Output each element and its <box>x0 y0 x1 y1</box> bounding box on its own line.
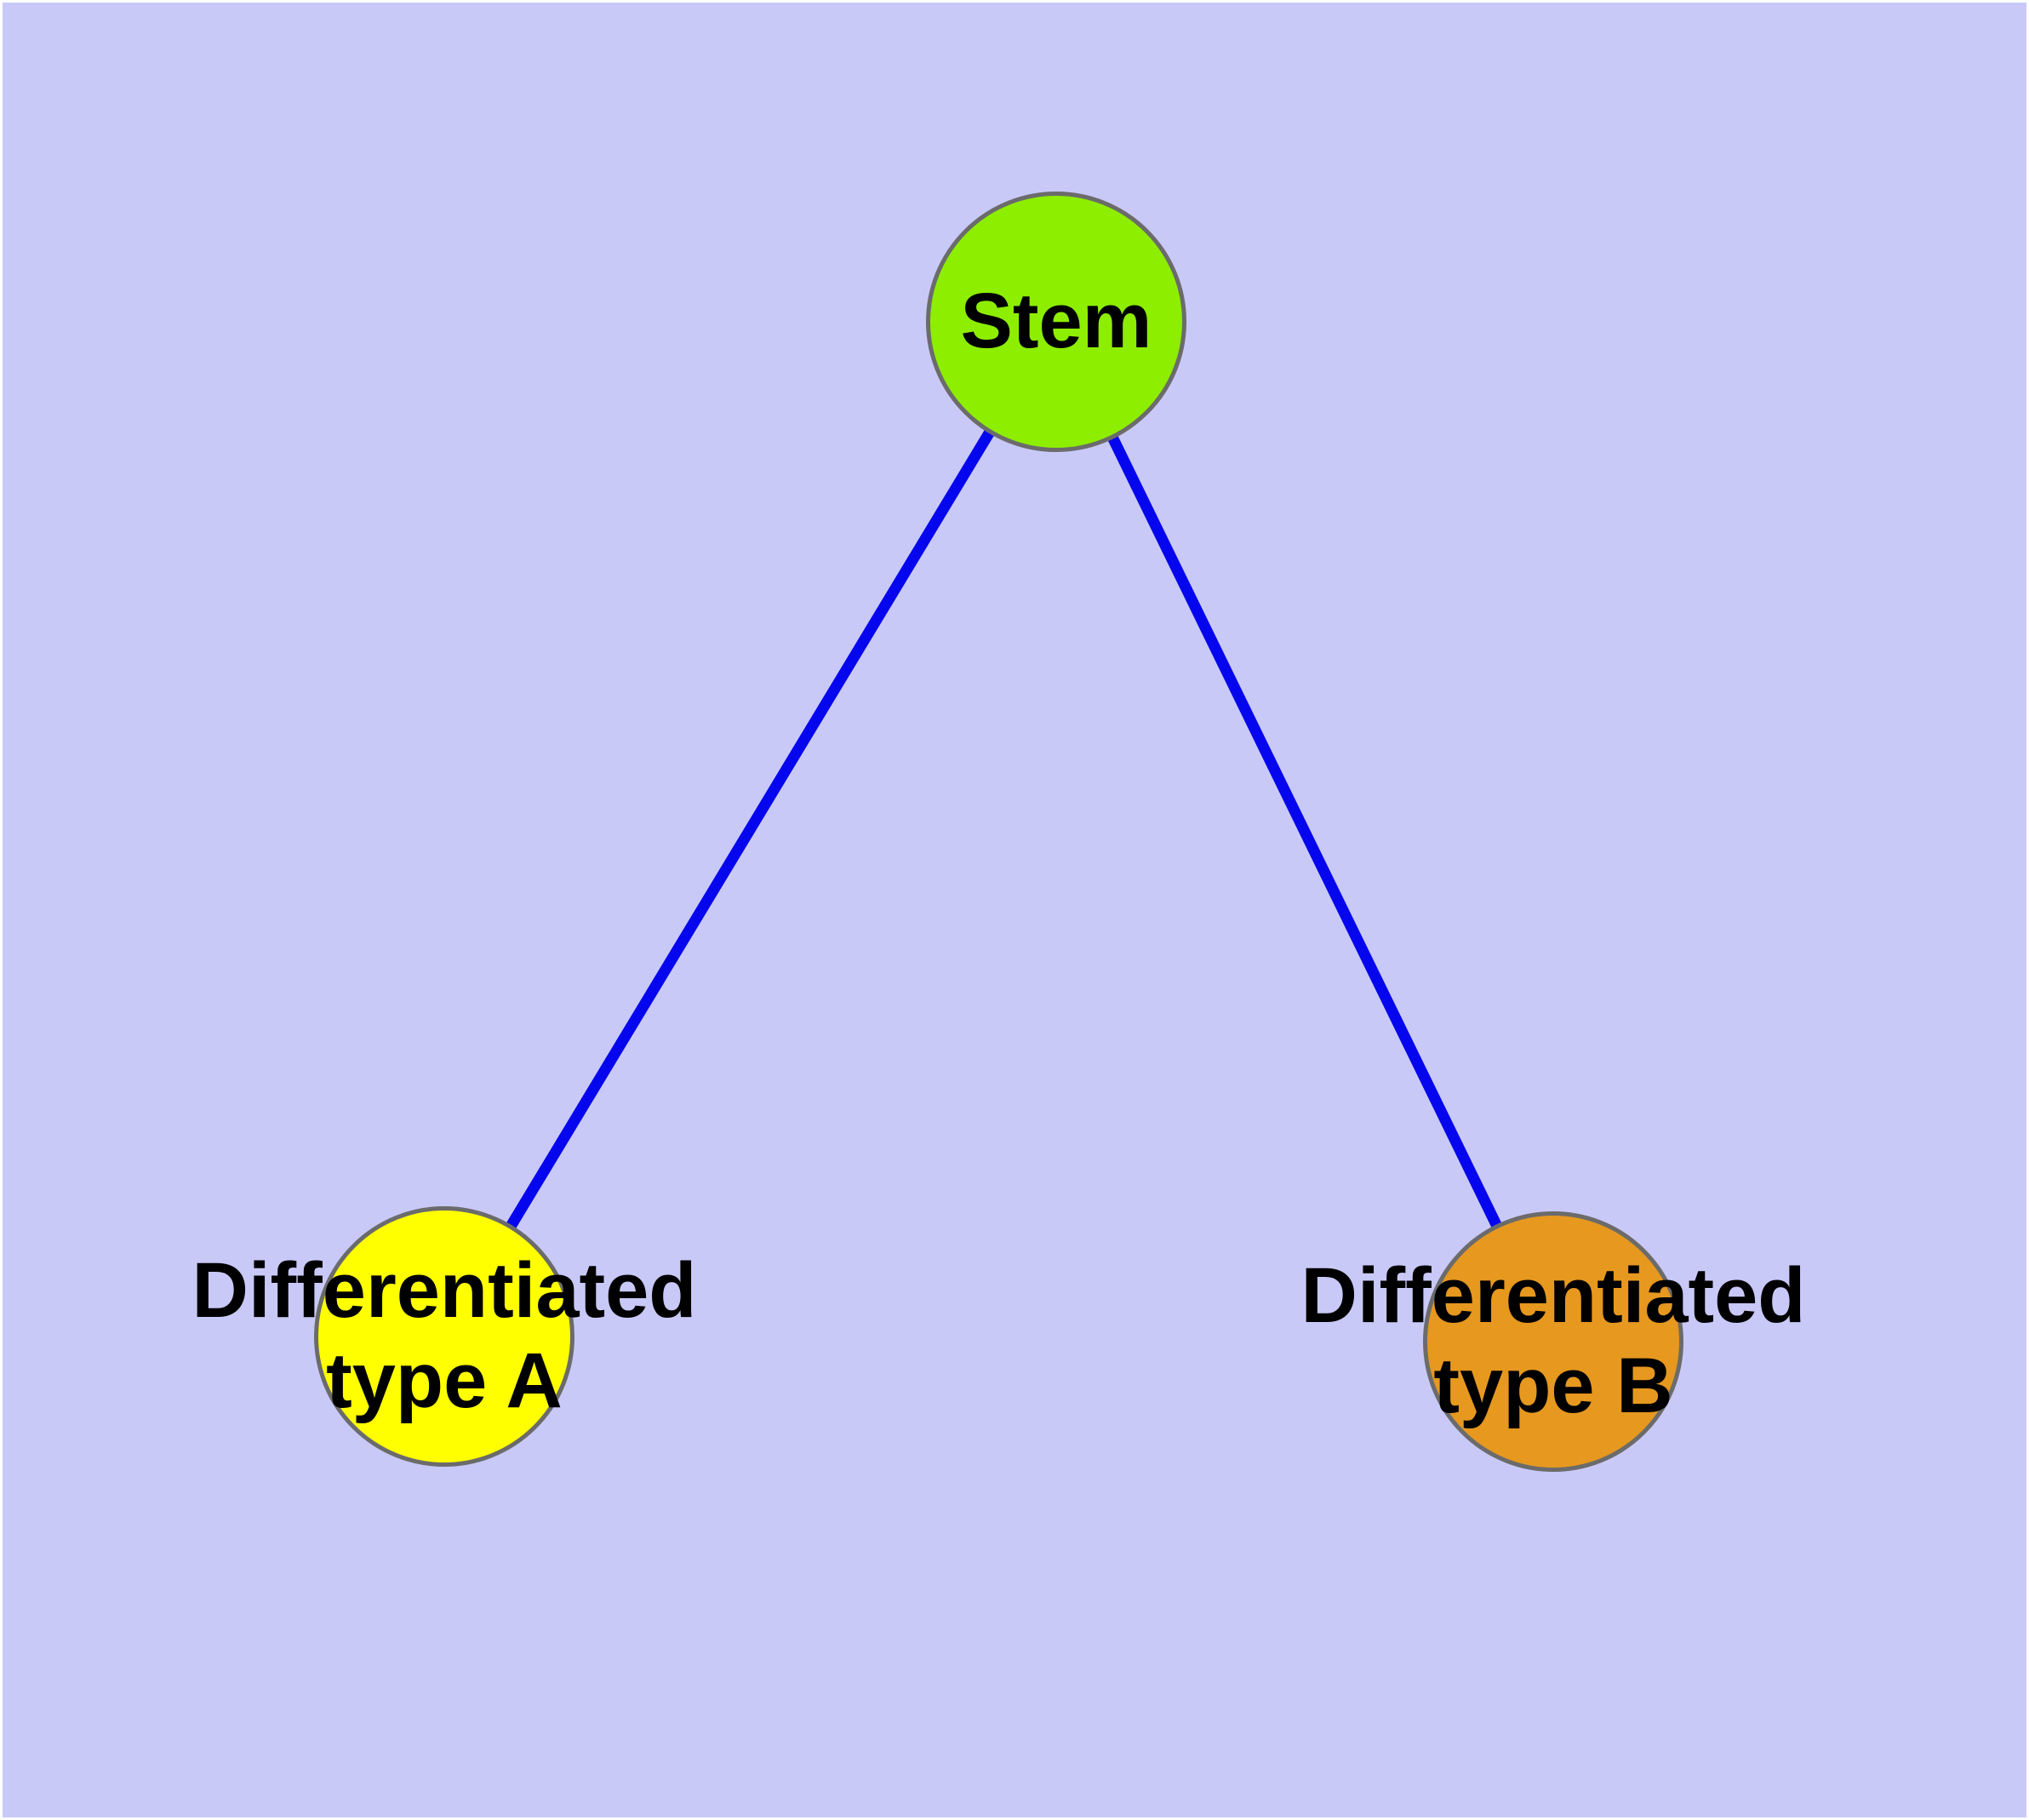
node-differentiated-type-b <box>1423 1211 1683 1472</box>
node-label-line: type A <box>326 1337 563 1424</box>
node-label-differentiated-type-b: Differentiated type B <box>1301 1251 1806 1432</box>
node-label-line: Stem <box>960 278 1152 365</box>
edge-stem-to-type-b <box>1051 319 1558 1344</box>
node-stem <box>926 192 1186 452</box>
edges-layer <box>439 318 1558 1344</box>
node-label-line: Differentiated <box>191 1247 697 1335</box>
node-label-line: type B <box>1433 1342 1673 1429</box>
node-label-differentiated-type-a: Differentiated type A <box>192 1246 697 1427</box>
node-label-stem: Stem <box>961 277 1152 367</box>
node-label-line: Differentiated <box>1300 1252 1806 1340</box>
edge-stem-to-type-a <box>439 318 1061 1340</box>
node-differentiated-type-a <box>314 1206 574 1467</box>
